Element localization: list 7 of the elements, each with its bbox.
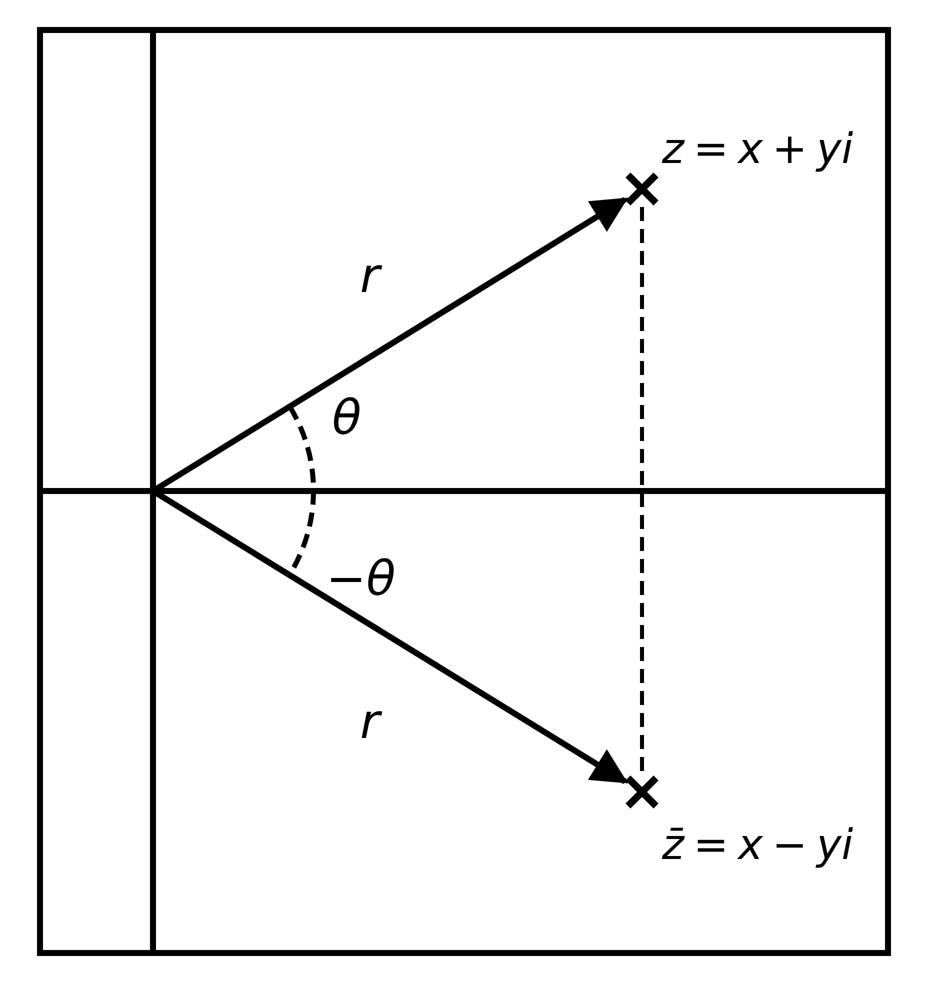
point-label: z̄ = x − yi (662, 824, 854, 866)
point-label: z = x + yi (662, 128, 854, 170)
dashed-line (640, 207, 644, 774)
angle-label: −θ (326, 555, 396, 603)
edge-label: r (360, 698, 380, 746)
angle-label: θ (332, 394, 362, 442)
edge-label: r (360, 252, 380, 300)
